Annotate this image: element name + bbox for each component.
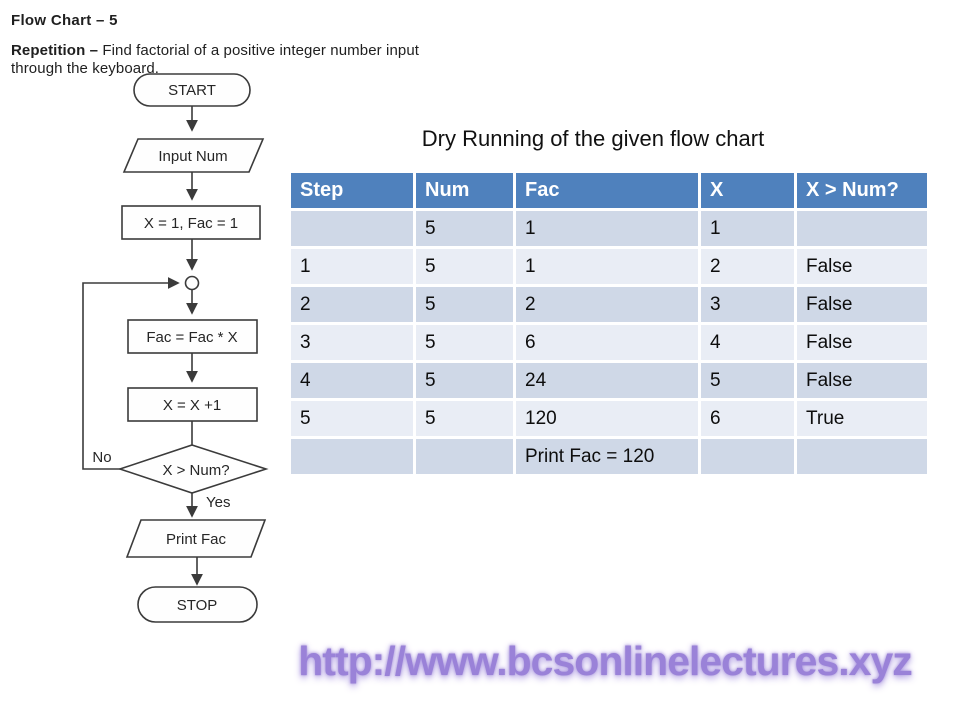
table-cell: False [797, 249, 927, 284]
table-cell: False [797, 325, 927, 360]
decision-label: X > Num? [162, 462, 229, 479]
table-row: Print Fac = 120 [291, 439, 927, 474]
table-cell: 2 [516, 287, 698, 322]
table-cell: 5 [416, 211, 513, 246]
table-cell: Print Fac = 120 [516, 439, 698, 474]
table-cell: 3 [701, 287, 794, 322]
table-row: 5 1 1 [291, 211, 927, 246]
table-cell: 6 [516, 325, 698, 360]
decision-node: X > Num? [117, 444, 269, 494]
table-row: 1 5 1 2 False [291, 249, 927, 284]
table-cell: 2 [291, 287, 413, 322]
table-cell: 3 [291, 325, 413, 360]
table-cell [291, 439, 413, 474]
yes-branch-label: Yes [206, 494, 230, 511]
table-cell: 1 [516, 249, 698, 284]
table-cell [416, 439, 513, 474]
flowchart-diagram: START Input Num X = 1, Fac = 1 Fac = Fac… [82, 73, 269, 623]
table-cell: True [797, 401, 927, 436]
print-label: Print Fac [166, 531, 227, 548]
table-cell: 5 [291, 401, 413, 436]
input-label: Input Num [158, 148, 227, 165]
stop-label: STOP [177, 597, 218, 614]
table-row: 3 5 6 4 False [291, 325, 927, 360]
header-row: Step Num Fac X X > Num? [291, 173, 927, 208]
table-cell: 6 [701, 401, 794, 436]
table-cell: 5 [416, 325, 513, 360]
init-node: X = 1, Fac = 1 [121, 205, 261, 240]
heading-title: Flow Chart – 5 [11, 12, 118, 29]
table-cell [797, 211, 927, 246]
heading-description: Repetition – Find factorial of a positiv… [11, 42, 469, 78]
table-cell: 4 [701, 325, 794, 360]
table-cell: 1 [516, 211, 698, 246]
column-header-fac: Fac [516, 173, 698, 208]
table-cell: 24 [516, 363, 698, 398]
table-cell: 5 [701, 363, 794, 398]
column-header-x: X [701, 173, 794, 208]
table-row: 2 5 2 3 False [291, 287, 927, 322]
column-header-xgtnum: X > Num? [797, 173, 927, 208]
column-header-num: Num [416, 173, 513, 208]
input-node: Input Num [122, 138, 265, 173]
table-cell: False [797, 363, 927, 398]
no-branch-label: No [92, 449, 111, 466]
table-cell: 5 [416, 401, 513, 436]
init-label: X = 1, Fac = 1 [144, 215, 238, 232]
loop-connector-circle [184, 275, 200, 291]
table-title: Dry Running of the given flow chart [421, 126, 765, 151]
watermark-url: http://www.bcsonlinelectures.xyz [298, 638, 913, 684]
table-cell: 1 [291, 249, 413, 284]
table-cell: 5 [416, 249, 513, 284]
column-header-step: Step [291, 173, 413, 208]
stop-node: STOP [137, 586, 258, 623]
multiply-label: Fac = Fac * X [146, 329, 237, 346]
table-row: 5 5 120 6 True [291, 401, 927, 436]
table-cell: 4 [291, 363, 413, 398]
increment-label: X = X +1 [163, 397, 221, 414]
increment-node: X = X +1 [127, 387, 258, 422]
table-cell [701, 439, 794, 474]
table-row: 4 5 24 5 False [291, 363, 927, 398]
table-cell: 5 [416, 287, 513, 322]
table-cell: 1 [701, 211, 794, 246]
heading: Flow Chart – 5 Repetition – Find factori… [11, 12, 469, 78]
loop-back-arrow [82, 277, 180, 470]
dry-run-table: Step Num Fac X X > Num? 5 1 1 1 5 1 2 Fa… [288, 170, 930, 477]
table-cell: 2 [701, 249, 794, 284]
table-cell: 5 [416, 363, 513, 398]
heading-bold-word: Repetition – [11, 42, 99, 59]
table-cell: False [797, 287, 927, 322]
table-cell: 120 [516, 401, 698, 436]
print-node: Print Fac [125, 519, 267, 558]
table-cell [291, 211, 413, 246]
heading-rest: Find factorial of a positive integer num… [11, 42, 420, 77]
start-label: START [168, 82, 216, 99]
table-cell [797, 439, 927, 474]
multiply-node: Fac = Fac * X [127, 319, 258, 354]
start-node: START [133, 73, 251, 107]
